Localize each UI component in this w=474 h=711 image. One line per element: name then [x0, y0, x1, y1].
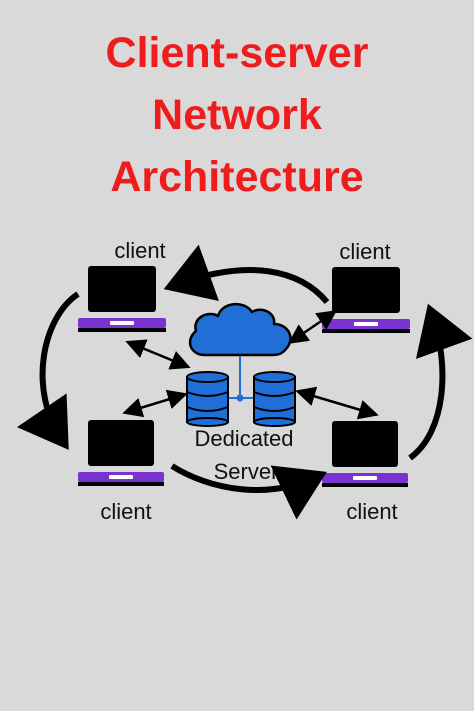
link-arrow-top-left [125, 339, 191, 370]
database-icon [186, 371, 229, 427]
link-arrow-bottom-left [122, 389, 188, 418]
laptop-icon [78, 420, 164, 486]
title-line-3: Architecture [110, 153, 364, 201]
client-label-bottom-right: client [346, 499, 397, 524]
cycle-arrow-top [163, 244, 330, 304]
connector-node [236, 394, 244, 402]
server-label-line-1: Dedicated [194, 426, 293, 451]
client-label-bottom-left: client [100, 499, 151, 524]
link-arrow-bottom-right [295, 386, 379, 420]
client-label-top-right: client [339, 239, 390, 264]
database-icon [253, 371, 296, 427]
server-label-line-2: Server [214, 459, 279, 484]
cycle-arrow-right [408, 303, 473, 461]
cycle-arrow-bottom [170, 463, 327, 520]
client-label-top-left: client [114, 238, 165, 263]
laptop-icon [322, 421, 408, 487]
page-title: Client-server Network Architecture [0, 22, 474, 208]
link-arrow-top-right [287, 310, 338, 344]
cycle-arrow-left [16, 291, 80, 450]
title-line-2: Network [152, 91, 322, 139]
laptop-icon [78, 266, 166, 332]
server-connector [228, 356, 254, 399]
cloud-icon [188, 303, 292, 357]
laptop-icon [322, 267, 410, 333]
title-line-1: Client-server [105, 29, 369, 77]
